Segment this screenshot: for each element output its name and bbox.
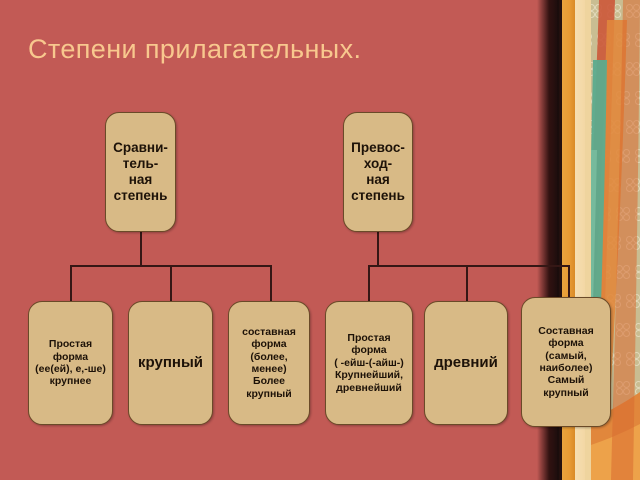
node-comparative-base-word[interactable]: крупный [128,301,213,425]
black-edge-line [557,0,562,480]
connector-comparative-drop-2 [170,265,172,302]
cream-ribbon-inner [585,0,591,480]
node-superlative-base-word[interactable]: древний [424,301,508,425]
connector-comparative-drop-1 [70,265,72,302]
cream-ribbon [575,0,585,480]
connector-superlative-stem [377,232,379,266]
connector-superlative-drop-1 [368,265,370,302]
connector-comparative-drop-3 [270,265,272,302]
page-title: Степени прилагательных. [28,34,362,64]
connector-comparative-stem [140,232,142,266]
connector-superlative-drop-2 [466,265,468,302]
node-comparative-base-word-label: крупный [138,354,203,372]
connector-superlative-bar [368,265,570,267]
node-superlative-base-word-label: древний [434,354,498,372]
connector-superlative-drop-3 [568,265,570,298]
